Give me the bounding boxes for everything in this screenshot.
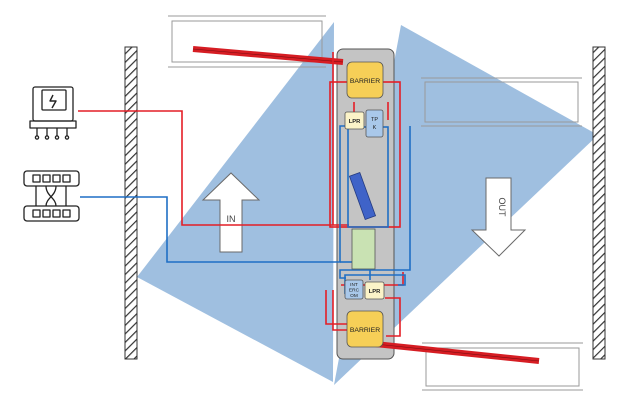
arrow-out: OUT: [470, 177, 527, 257]
intercom-label-line3: OM: [350, 293, 358, 299]
intercom-label-line1: INT: [350, 282, 358, 288]
barrier-bottom-label: BARRIER: [350, 327, 380, 334]
lpr-camera-bottom: LPR: [364, 281, 385, 300]
arrow-in-label: IN: [227, 214, 236, 224]
wall-right: [592, 46, 606, 360]
network-switch-icon: [23, 170, 80, 222]
boom-open-outline-top: [168, 15, 326, 68]
barrier-top-label: BARRIER: [350, 78, 380, 85]
boom-arm-top-outline: [192, 48, 344, 63]
boom-arm-bottom-outline: [374, 343, 540, 362]
wall-left: [124, 46, 138, 360]
lpr-bottom-label: LPR: [369, 289, 381, 295]
barrier-bottom: BARRIER: [346, 310, 384, 348]
lpr-top-label: LPR: [349, 119, 361, 125]
display-panel: [351, 228, 376, 270]
intercom-unit: INT ERC OM: [344, 279, 364, 300]
electrical-panel-icon: [29, 86, 77, 140]
tpk-terminal: TP K: [365, 109, 384, 138]
barrier-top: BARRIER: [346, 61, 384, 99]
tpk-label-line2: K: [373, 125, 377, 131]
ticket-machine: [348, 171, 377, 221]
arrow-out-label: OUT: [497, 198, 507, 218]
boom-open-outline-right: [421, 77, 582, 127]
intercom-label-line2: ERC: [349, 288, 360, 294]
boom-open-outline-bottom: [422, 342, 583, 391]
tpk-label-line1: TP: [371, 117, 378, 123]
lpr-camera-top: LPR: [344, 111, 365, 130]
arrow-in: IN: [201, 172, 261, 253]
